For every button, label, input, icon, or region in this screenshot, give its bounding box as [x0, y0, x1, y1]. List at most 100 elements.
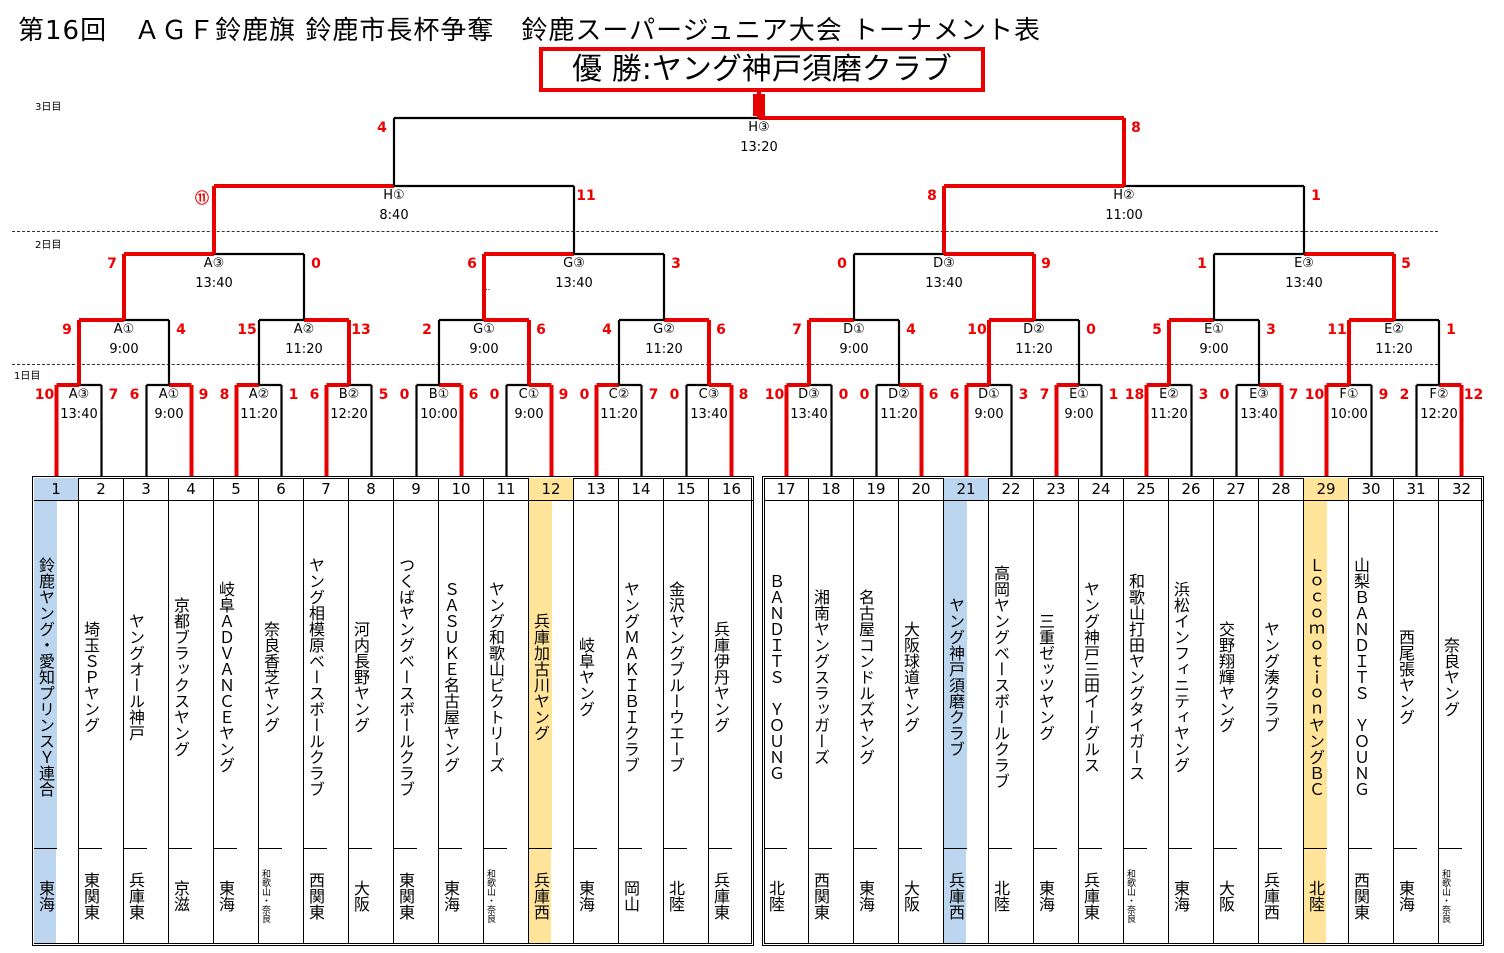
team-name: 交野翔輝ヤング — [1214, 501, 1237, 849]
team-name: つくばヤングベースボールクラブ — [394, 501, 417, 849]
score: 0 — [579, 387, 590, 403]
team-name: 三重ゼッツヤング — [1034, 501, 1057, 849]
score: 11 — [576, 188, 596, 204]
match-label: F① — [1339, 387, 1359, 402]
score: 3 — [1198, 387, 1209, 403]
match-label: D③ — [933, 256, 955, 271]
team-name: ヤングオール神戸 — [124, 501, 147, 849]
team-name: ＳＡＳＵＫＥ名古屋ヤング — [439, 501, 462, 849]
team-region: 東海 — [34, 849, 56, 943]
match-time: 11:20 — [880, 407, 918, 422]
score: 1 — [1446, 322, 1456, 338]
team-number: 23 — [1034, 478, 1078, 501]
match-label: G② — [653, 322, 675, 337]
match-time: 9:00 — [1199, 342, 1229, 357]
match-label: A② — [248, 387, 270, 402]
match-time: 13:40 — [790, 407, 828, 422]
match-time: 9:00 — [839, 342, 869, 357]
score: 6 — [468, 387, 479, 403]
match-label: A① — [158, 387, 180, 402]
score: 7 — [108, 387, 119, 403]
team-name: 河内長野ヤング — [349, 501, 372, 849]
score: 0 — [838, 387, 849, 403]
team-name: 高岡ヤングベースボールクラブ — [989, 501, 1012, 849]
score: 12 — [1463, 387, 1484, 403]
match-time: 8:40 — [379, 208, 409, 223]
score: 8 — [738, 387, 749, 403]
score: 6 — [949, 387, 960, 403]
score: ⑪ — [195, 191, 209, 207]
score: 0 — [1219, 387, 1230, 403]
team-region: 大阪 — [901, 880, 920, 912]
match-time: 9:00 — [469, 342, 499, 357]
team-name: ヤング相模原ベースボールクラブ — [304, 501, 327, 849]
match-label: E③ — [1249, 387, 1269, 402]
day-label-3: 3日目 — [35, 102, 62, 113]
team-region: 東海 — [856, 880, 875, 912]
match-time: 13:40 — [1285, 276, 1323, 291]
match-time: 11:20 — [1015, 342, 1053, 357]
team-number: 25 — [1124, 478, 1168, 501]
score: 7 — [648, 387, 659, 403]
team-name: 岐阜ヤング — [574, 501, 597, 849]
day-separator — [12, 364, 1438, 365]
team-number: 14 — [619, 478, 663, 501]
team-name: 京都ブラックスヤング — [169, 501, 192, 849]
match-time: 9:00 — [974, 407, 1004, 422]
match-label: H③ — [748, 120, 770, 135]
score: 1 — [1311, 188, 1321, 204]
score: 8 — [1131, 120, 1141, 136]
match-time: 11:00 — [1105, 208, 1143, 223]
match-label: E③ — [1294, 256, 1314, 271]
score: 9 — [62, 322, 72, 338]
score: 2 — [422, 322, 432, 338]
team-name: 浜松インフィニティヤング — [1169, 501, 1192, 849]
team-name: ヤング神戸須磨クラブ — [944, 501, 967, 849]
team-region: 兵庫西 — [944, 849, 966, 943]
score: 0 — [311, 256, 321, 272]
team-name: ヤングＭＡＫＩＢＩクラブ — [619, 501, 642, 849]
score: 0 — [669, 387, 680, 403]
match-label: B① — [428, 387, 450, 402]
score: 15 — [237, 322, 257, 338]
match-time: 10:00 — [1330, 407, 1368, 422]
team-region: 大阪 — [351, 880, 370, 912]
match-label: C③ — [698, 387, 720, 402]
score: 10 — [764, 387, 785, 403]
champion-banner: 優 勝:ヤング神戸須磨クラブ — [539, 47, 985, 92]
page-title: 第16回 ＡＧＦ鈴鹿旗 鈴鹿市長杯争奪 鈴鹿スーパージュニア大会 トーナメント表 — [18, 16, 1042, 46]
team-name: 兵庫伊丹ヤング — [709, 501, 732, 849]
day-separator — [12, 231, 1438, 232]
score: 0 — [399, 387, 410, 403]
score: 0 — [1086, 322, 1096, 338]
score: 6 — [467, 256, 477, 272]
team-region: 大阪 — [1216, 880, 1235, 912]
team-number: 32 — [1439, 478, 1484, 501]
match-time: 9:00 — [514, 407, 544, 422]
match-label: E① — [1204, 322, 1224, 337]
team-name: ＬｏｃｏｍｏｔｉｏｎヤングＢＣ — [1304, 501, 1327, 849]
team-region: 岡山 — [621, 880, 640, 912]
team-region: 京滋 — [171, 880, 190, 912]
day-label-1: 1日目 — [14, 371, 41, 382]
team-region: 兵庫東 — [126, 872, 145, 920]
team-name: ヤング湊クラブ — [1259, 501, 1282, 849]
match-time: 9:00 — [154, 407, 184, 422]
team-region: 和歌山・奈良 — [1440, 869, 1450, 923]
team-region: 東海 — [441, 880, 460, 912]
team-region: 北陸 — [1304, 849, 1326, 943]
match-time: 11:20 — [240, 407, 278, 422]
team-region: 西関東 — [306, 872, 325, 920]
